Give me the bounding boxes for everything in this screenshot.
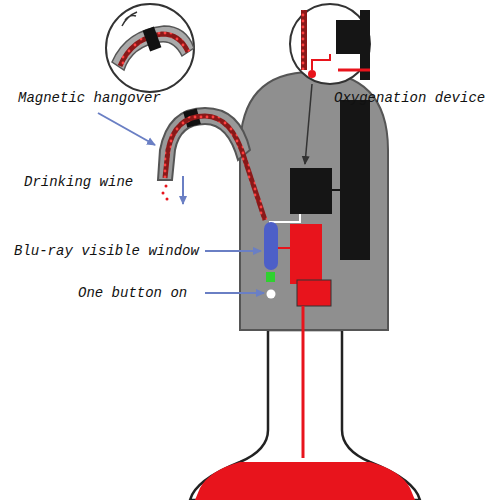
aerator-body	[240, 72, 388, 330]
leader-arrow	[205, 292, 264, 294]
leader-arrow	[205, 250, 261, 252]
visible-window	[264, 222, 278, 270]
flow-label: Drinking wine	[24, 174, 133, 190]
leader-arrow	[182, 176, 184, 204]
detail-inset	[290, 4, 370, 84]
power-button	[267, 290, 276, 299]
oxygenation-pump	[290, 168, 332, 214]
leader-line	[305, 84, 312, 164]
bottle	[190, 330, 420, 500]
wine	[195, 462, 415, 500]
part-label: Oxygenation device	[334, 90, 485, 106]
wine-channel	[165, 116, 265, 220]
battery	[340, 100, 370, 260]
leader-arrow	[98, 113, 155, 145]
intake-tube	[302, 306, 305, 458]
detail-inset	[106, 4, 194, 92]
indicator-light	[266, 272, 275, 282]
part-label: Blu-ray visible window	[14, 243, 199, 259]
part-label: One button on	[78, 285, 187, 301]
part-label: Magnetic hangover	[18, 90, 161, 106]
pump-chamber	[290, 224, 322, 284]
